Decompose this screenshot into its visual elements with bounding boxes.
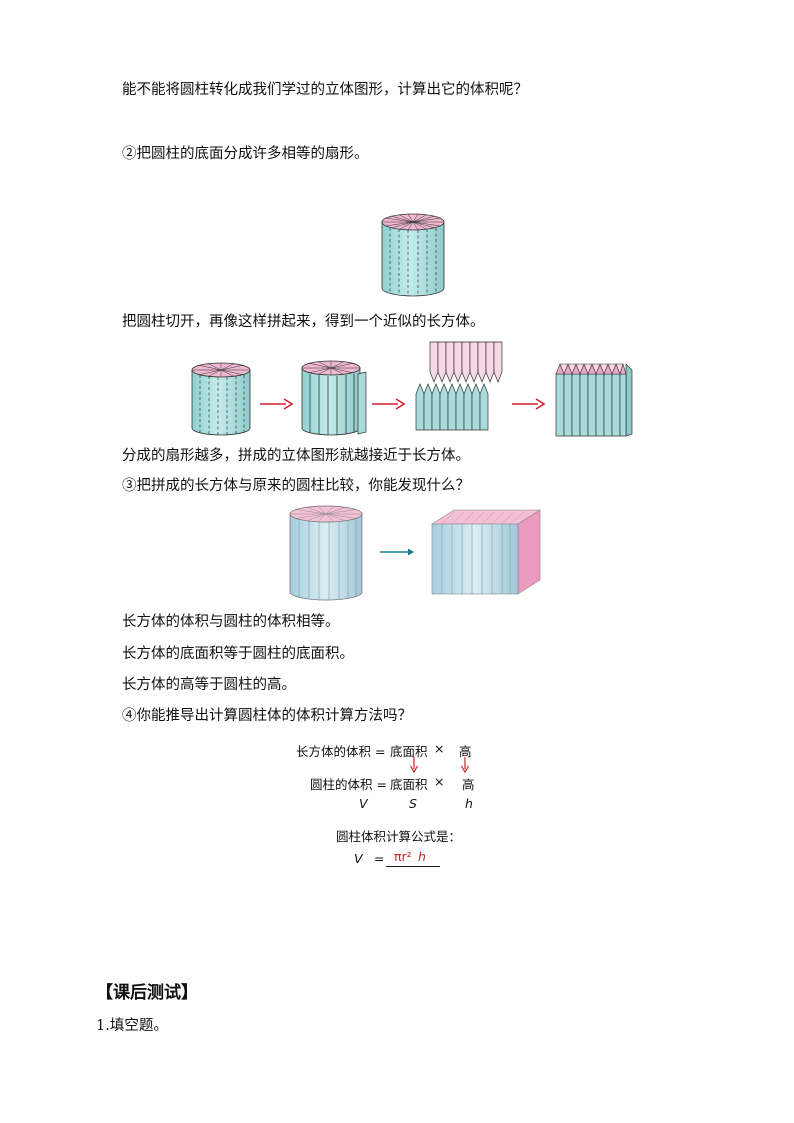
cut-and-rearrange-figure — [191, 341, 633, 437]
separated-halves — [415, 341, 503, 431]
variable-v: V — [359, 796, 368, 811]
step-3-text: ③把拼成的长方体与原来的圆柱比较，你能发现什么？ — [122, 478, 470, 494]
variable-s: S — [409, 796, 417, 811]
cylinder-times: × — [434, 774, 445, 789]
red-arrow-2 — [372, 398, 406, 410]
finding-2: 长方体的底面积等于圆柱的底面积。 — [122, 646, 354, 662]
derivation-arrows — [409, 757, 470, 774]
step-4-text: ④你能推导出计算圆柱体的体积计算方法吗？ — [122, 708, 412, 724]
finding-3: 长方体的高等于圆柱的高。 — [122, 677, 296, 693]
cylinder-height: 高 — [462, 777, 475, 792]
more-sectors-text: 分成的扇形越多，拼成的立体图形就越接近于长方体。 — [122, 448, 470, 464]
teal-arrow — [380, 548, 414, 556]
down-arrow-base-icon — [409, 757, 419, 774]
cuboid-volume-label: 长方体的体积 = — [296, 744, 386, 759]
red-arrow-1 — [260, 398, 294, 410]
cylinder-step-1 — [191, 362, 251, 436]
cylinder-base-area: 底面积 — [390, 777, 428, 792]
variable-h: h — [465, 796, 473, 811]
down-arrow-height-icon — [460, 757, 470, 774]
cylinder-volume-label: 圆柱的体积 = — [310, 777, 387, 792]
original-cylinder — [289, 505, 363, 601]
finding-1: 长方体的体积与圆柱的体积相等。 — [122, 614, 340, 630]
rearranged-cuboid — [430, 509, 542, 595]
formula-caption: 圆柱体积计算公式是： — [336, 829, 462, 844]
result-equals: = — [374, 851, 385, 866]
formula-answer-blank — [386, 849, 440, 867]
question-1: 1.填空题。 — [96, 1018, 168, 1034]
cuboid-base-area: 底面积 — [390, 744, 428, 759]
cylinder-step-2 — [301, 360, 367, 436]
intro-question: 能不能将圆柱转化成我们学过的立体图形，计算出它的体积呢？ — [122, 82, 528, 98]
result-v: V — [354, 851, 363, 866]
red-arrow-3 — [512, 398, 546, 410]
cuboid-times: × — [434, 741, 445, 756]
cuboid-height: 高 — [459, 744, 472, 759]
after-class-title: 【课后测试】 — [96, 983, 198, 1003]
cut-text: 把圆柱切开，再像这样拼起来，得到一个近似的长方体。 — [122, 314, 485, 330]
cylinder-cuboid-comparison-figure — [289, 505, 542, 601]
sectored-cylinder-figure — [381, 213, 445, 297]
approximate-cuboid — [555, 362, 633, 437]
result-pi-r-squared: πr² — [394, 849, 412, 864]
result-h: h — [418, 849, 426, 864]
step-2-text: ②把圆柱的底面分成许多相等的扇形。 — [122, 146, 369, 162]
